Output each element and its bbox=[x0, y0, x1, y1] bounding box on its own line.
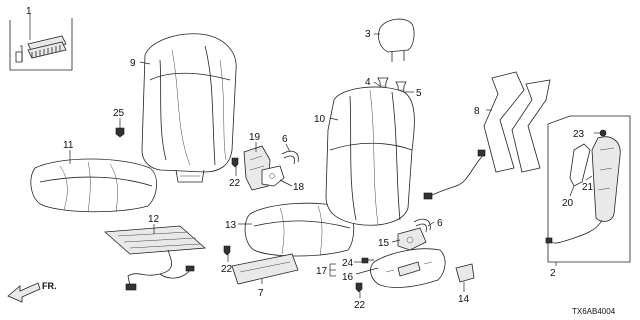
callout-14: 14 bbox=[458, 294, 470, 305]
part-9-seatback-cover bbox=[141, 33, 237, 183]
callout-25: 25 bbox=[113, 108, 125, 119]
callout-5: 5 bbox=[416, 88, 422, 99]
part-6-spring-lower bbox=[413, 218, 431, 233]
callout-7: 7 bbox=[258, 288, 264, 299]
part-24-screw bbox=[361, 257, 374, 264]
callout-1: 1 bbox=[26, 6, 32, 17]
callout-17: 17 bbox=[316, 266, 328, 277]
callout-8: 8 bbox=[474, 106, 480, 117]
front-arrow bbox=[7, 282, 41, 303]
callout-24: 24 bbox=[342, 258, 354, 269]
leader-lines bbox=[69, 33, 600, 298]
callout-20: 20 bbox=[562, 198, 574, 209]
callout-21: 21 bbox=[582, 182, 594, 193]
callout-16: 16 bbox=[342, 272, 354, 283]
callout-13: 13 bbox=[225, 220, 237, 231]
part-21-airbag-module bbox=[545, 136, 621, 244]
part-14-cap bbox=[455, 263, 475, 283]
callout-22-c: 22 bbox=[354, 300, 366, 311]
part-11-cushion-cover bbox=[30, 158, 157, 213]
callout-3: 3 bbox=[365, 29, 371, 40]
part-23-nut bbox=[599, 129, 607, 137]
callout-22-a: 22 bbox=[229, 178, 241, 189]
part-22-clip-a bbox=[231, 157, 239, 168]
part-16-side-cover bbox=[370, 248, 446, 288]
part-6-spring-upper bbox=[281, 150, 299, 165]
part-3-headrest bbox=[378, 18, 415, 62]
part-25-clip bbox=[115, 127, 125, 138]
callout-6-lower: 6 bbox=[437, 218, 443, 229]
callout-22-b: 22 bbox=[221, 264, 233, 275]
callout-6-upper: 6 bbox=[282, 134, 288, 145]
front-label: FR. bbox=[42, 281, 57, 291]
callout-4: 4 bbox=[365, 77, 371, 88]
callout-10: 10 bbox=[314, 114, 326, 125]
part-8-back-panel bbox=[423, 71, 551, 200]
part-7-side-trim bbox=[231, 253, 299, 285]
part-20-bracket bbox=[569, 143, 591, 187]
part-22-clip-b bbox=[223, 245, 231, 256]
part-1-clip-kit bbox=[9, 14, 73, 71]
part-13-cushion-pad bbox=[244, 202, 355, 257]
callout-11: 11 bbox=[63, 140, 74, 151]
diagram-code: TX6AB4004 bbox=[572, 307, 616, 316]
callout-23: 23 bbox=[573, 129, 585, 140]
part-22-clip-c bbox=[355, 282, 363, 293]
clip-stack bbox=[27, 35, 67, 59]
callout-18: 18 bbox=[293, 182, 305, 193]
callout-15: 15 bbox=[378, 238, 390, 249]
part-10-seatback-pad bbox=[325, 86, 415, 226]
part-15-mechanism bbox=[397, 227, 427, 251]
callout-12: 12 bbox=[148, 214, 160, 225]
callout-19: 19 bbox=[249, 132, 261, 143]
part-18-bracket bbox=[261, 165, 285, 187]
callout-9: 9 bbox=[130, 58, 136, 69]
callout-2: 2 bbox=[550, 268, 556, 279]
callouts: 1 9 25 11 12 19 6 18 22 13 22 7 3 4 5 10… bbox=[26, 6, 616, 316]
part-12-heater-mat bbox=[104, 225, 206, 291]
